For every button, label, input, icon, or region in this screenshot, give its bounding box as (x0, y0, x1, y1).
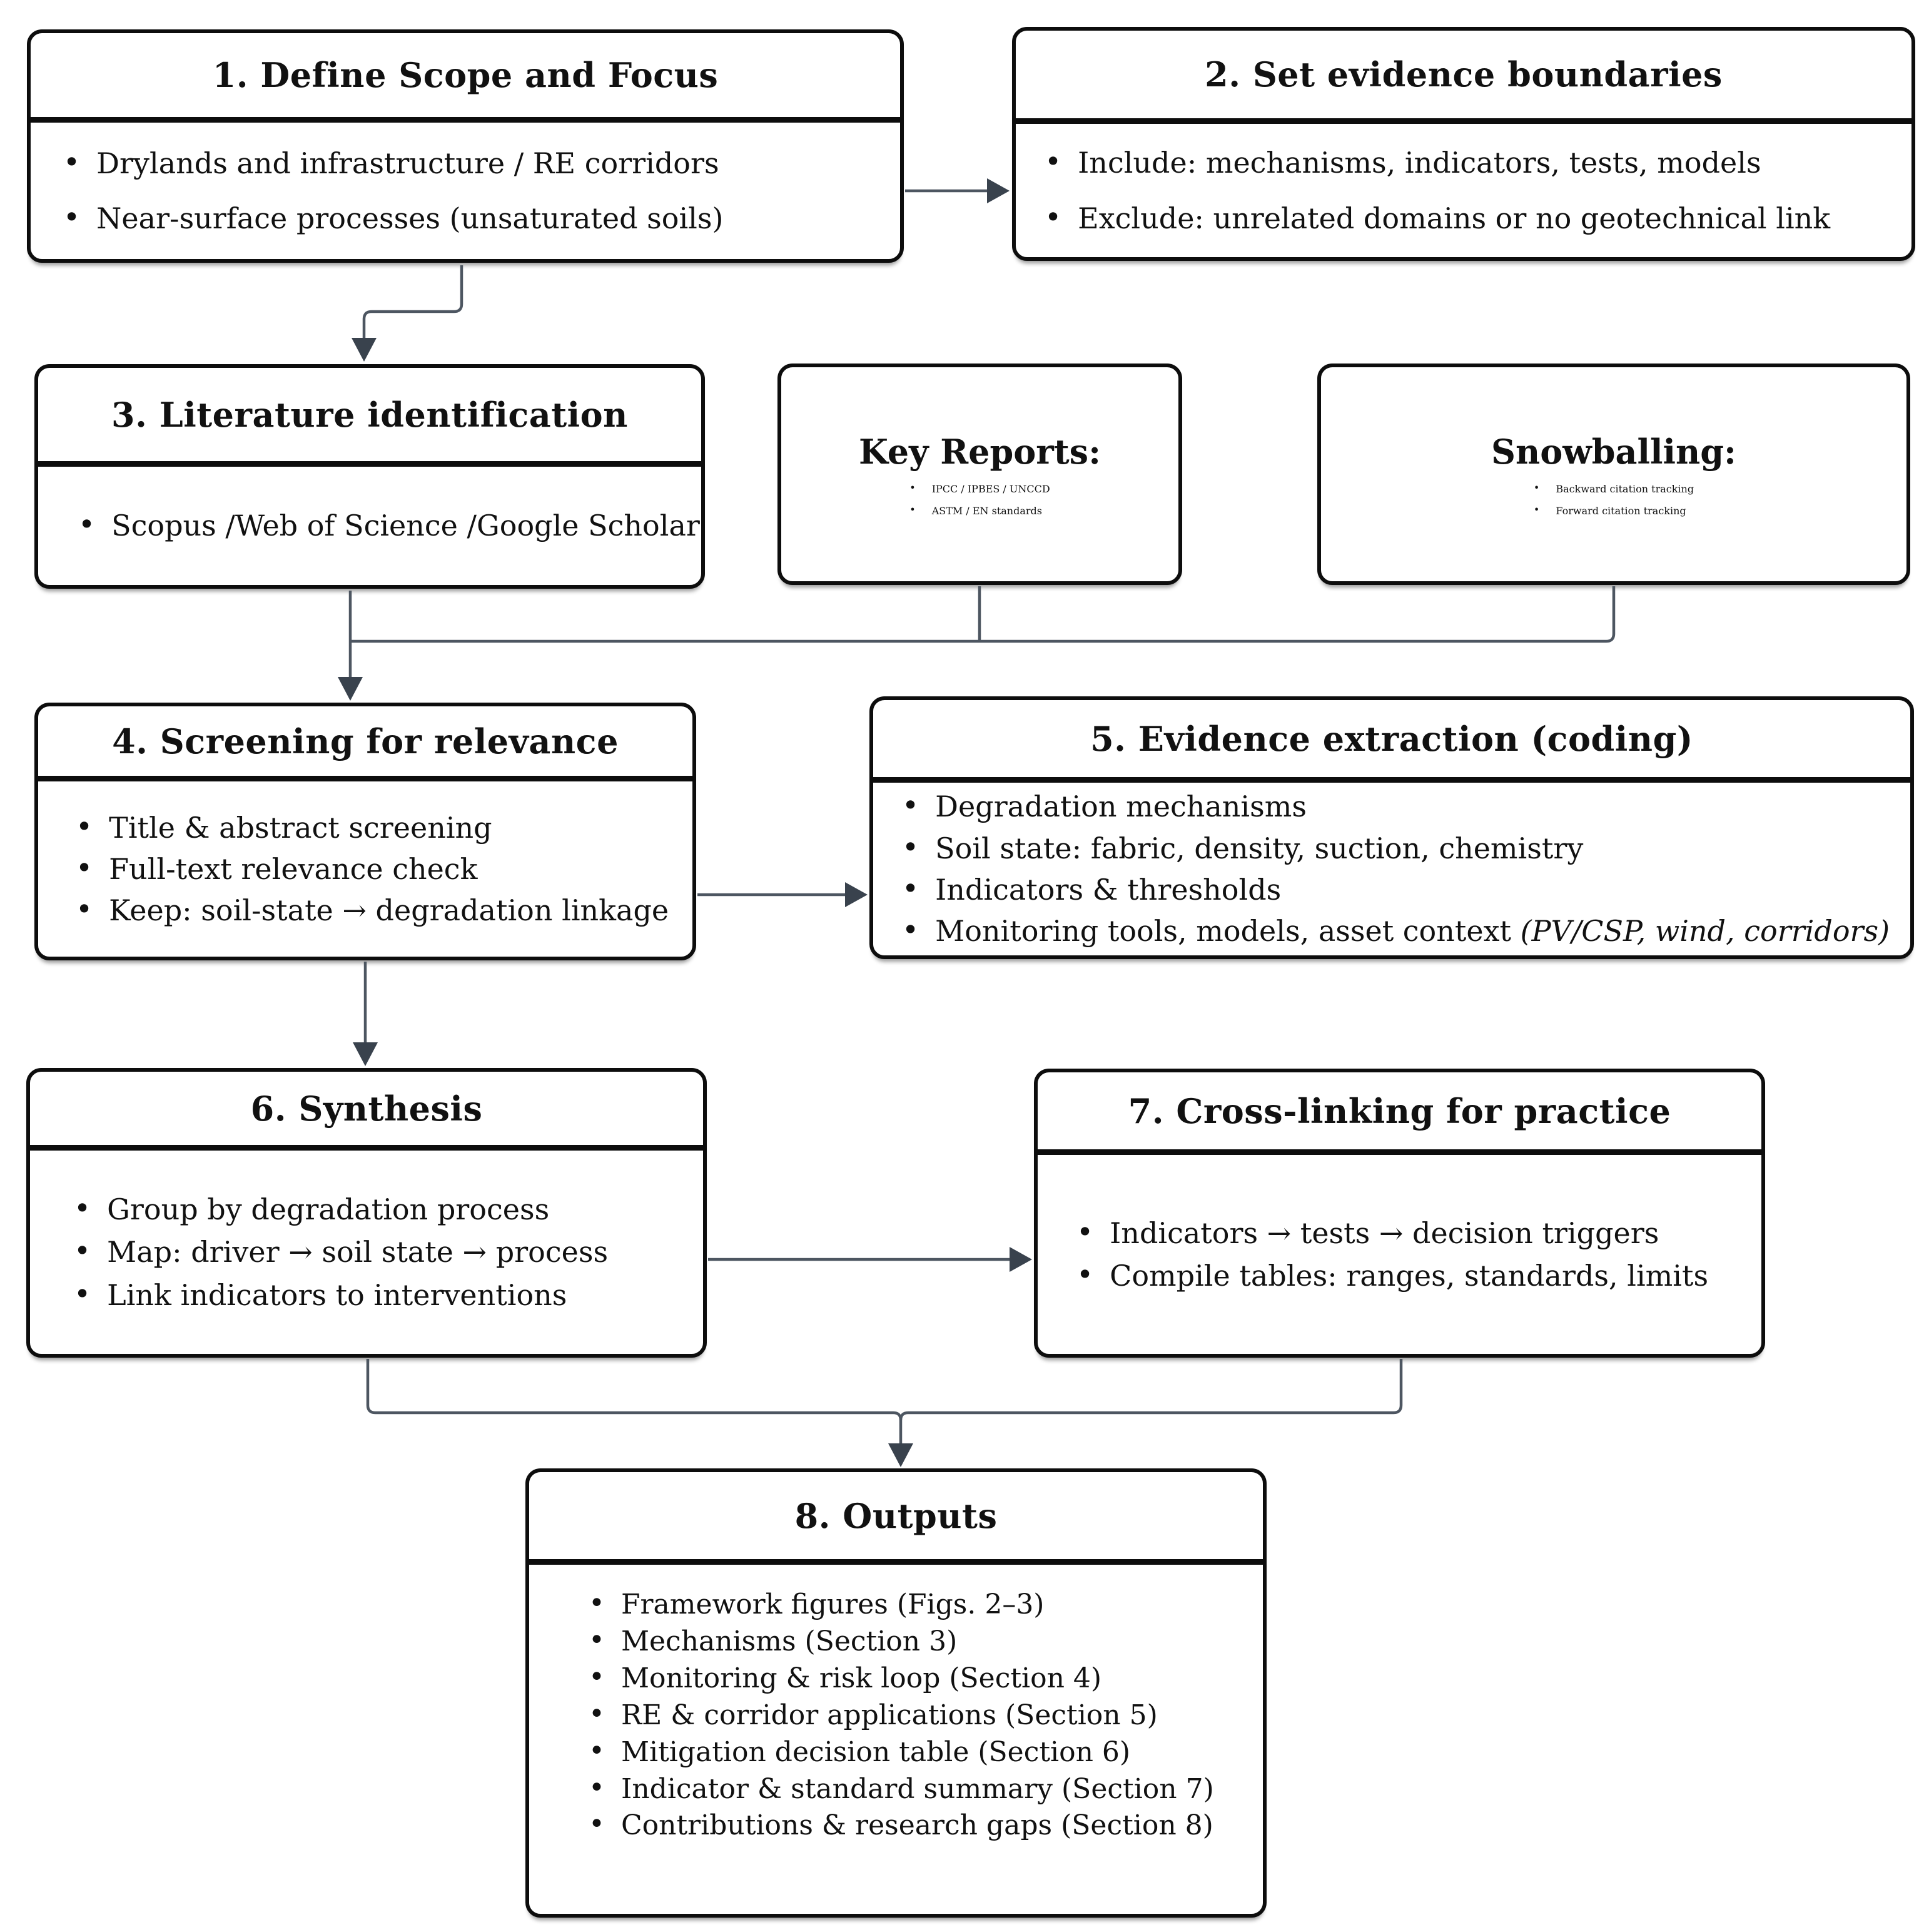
bullet-text: Exclude: unrelated domains or no geotech… (1078, 201, 1831, 235)
bullet-text: Indicators & thresholds (935, 873, 1282, 907)
list-item: Forward citation tracking (1534, 505, 1694, 517)
connector-snowballing-bus (350, 586, 1616, 643)
box-title: 5. Evidence extraction (coding) (873, 700, 1910, 783)
bullet-text: Degradation mechanisms (935, 790, 1307, 824)
bullet-text: Monitoring tools, models, asset context … (935, 914, 1890, 948)
box-title: 7. Cross-linking for practice (1038, 1072, 1761, 1155)
bullet-text: Contributions & research gaps (Section 8… (620, 1809, 1213, 1842)
box-step6-synthesis: 6. Synthesis Group by degradation proces… (26, 1068, 707, 1358)
box-body: Drylands and infrastructure / RE corrido… (31, 123, 900, 259)
box-title: 3. Literature identification (38, 368, 701, 467)
box-step2-evidence-boundaries: 2. Set evidence boundaries Include: mech… (1012, 27, 1915, 261)
box-step3-literature-identification: 3. Literature identification Scopus /Web… (34, 364, 705, 589)
list-item: RE & corridor applications (Section 5) (589, 1699, 1263, 1732)
list-item: Indicators → tests → decision triggers (1076, 1216, 1761, 1250)
list-item: Indicators & thresholds (902, 873, 1910, 907)
box-step5-evidence-extraction: 5. Evidence extraction (coding) Degradat… (869, 696, 1914, 959)
list-item: Indicator & standard summary (Section 7) (589, 1773, 1263, 1806)
list-item: Keep: soil-state → degradation linkage (76, 893, 692, 927)
box-title: Key Reports: (858, 432, 1101, 472)
list-item: Framework figures (Figs. 2–3) (589, 1589, 1263, 1621)
arrowhead-into-step4 (338, 677, 363, 701)
box-title: 4. Screening for relevance (38, 706, 692, 781)
list-item: Group by degradation process (74, 1192, 703, 1226)
bullet-text: Mitigation decision table (Section 6) (620, 1736, 1131, 1768)
box-step8-outputs: 8. Outputs Framework figures (Figs. 2–3)… (525, 1468, 1267, 1918)
list-item: Monitoring & risk loop (Section 4) (589, 1662, 1263, 1695)
bullet-text: Framework figures (Figs. 2–3) (620, 1589, 1045, 1620)
list-item: Mitigation decision table (Section 6) (589, 1736, 1263, 1769)
list-item: Monitoring tools, models, asset context … (902, 914, 1910, 948)
arrowhead-into-step5 (845, 882, 868, 907)
list-item: Compile tables: ranges, standards, limit… (1076, 1259, 1761, 1293)
box-body: Framework figures (Figs. 2–3) Mechanisms… (529, 1565, 1263, 1914)
list-item: Drylands and infrastructure / RE corrido… (63, 146, 900, 180)
bullet-text: IPCC / IPBES / UNCCD (931, 483, 1050, 495)
list-item: Scopus /Web of Science /Google Scholar (78, 509, 701, 542)
box-title: 8. Outputs (529, 1472, 1263, 1565)
connector-step7-step8 (899, 1359, 1403, 1421)
box-key-reports: Key Reports: IPCC / IPBES / UNCCD ASTM /… (777, 364, 1182, 585)
bullet-text: RE & corridor applications (Section 5) (620, 1699, 1158, 1731)
box-snowballing: Snowballing: Backward citation tracking … (1317, 364, 1910, 585)
bullet-text: Forward citation tracking (1556, 505, 1686, 517)
arrowhead-into-step7 (1010, 1247, 1032, 1272)
bullet-text: Monitoring & risk loop (Section 4) (620, 1662, 1102, 1694)
list-item: Title & abstract screening (76, 811, 692, 845)
box-title: 6. Synthesis (30, 1072, 703, 1151)
bullet-text: Drylands and infrastructure / RE corrido… (96, 146, 719, 180)
bullet-text: Group by degradation process (107, 1192, 550, 1227)
arrowhead-into-step6 (353, 1042, 378, 1066)
bullet-text: Mechanisms (Section 3) (620, 1625, 958, 1657)
box-step4-screening: 4. Screening for relevance Title & abstr… (34, 703, 696, 960)
box-title: 1. Define Scope and Focus (31, 33, 900, 123)
bullet-text: Indicator & standard summary (Section 7) (620, 1772, 1214, 1805)
box-step7-cross-linking: 7. Cross-linking for practice Indicators… (1034, 1069, 1765, 1358)
bullet-text: Map: driver → soil state → process (107, 1235, 609, 1269)
box-body: IPCC / IPBES / UNCCD ASTM / EN standards (909, 483, 1050, 517)
box-body: Indicators → tests → decision triggers C… (1038, 1155, 1761, 1354)
bullet-text: Near-surface processes (unsaturated soil… (96, 201, 724, 235)
box-title: 2. Set evidence boundaries (1016, 31, 1911, 124)
box-body: Scopus /Web of Science /Google Scholar (38, 467, 701, 585)
bullet-text: Scopus /Web of Science /Google Scholar (111, 509, 700, 543)
bullet-text: Full-text relevance check (109, 852, 478, 886)
arrowhead-into-step2 (987, 178, 1010, 203)
box-body: Group by degradation process Map: driver… (30, 1151, 703, 1354)
box-step1-define-scope: 1. Define Scope and Focus Drylands and i… (27, 29, 904, 263)
bullet-text: Indicators → tests → decision triggers (1110, 1216, 1659, 1250)
list-item: Contributions & research gaps (Section 8… (589, 1809, 1263, 1842)
box-body: Degradation mechanisms Soil state: fabri… (873, 783, 1910, 955)
list-item: Map: driver → soil state → process (74, 1235, 703, 1269)
list-item: IPCC / IPBES / UNCCD (909, 483, 1050, 495)
box-body: Include: mechanisms, indicators, tests, … (1016, 124, 1911, 257)
bullet-text-main: Monitoring tools, models, asset context (935, 914, 1521, 948)
bullet-text: ASTM / EN standards (931, 505, 1042, 517)
list-item: ASTM / EN standards (909, 505, 1050, 517)
list-item: Mechanisms (Section 3) (589, 1625, 1263, 1658)
bullet-text: Soil state: fabric, density, suction, ch… (935, 831, 1584, 865)
bullet-text: Keep: soil-state → degradation linkage (109, 893, 669, 928)
box-body: Title & abstract screening Full-text rel… (38, 781, 692, 957)
arrowhead-into-step3 (352, 338, 377, 362)
list-item: Include: mechanisms, indicators, tests, … (1045, 146, 1911, 180)
connector-step6-step8 (366, 1359, 903, 1444)
list-item: Soil state: fabric, density, suction, ch… (902, 831, 1910, 865)
bullet-text-italic: (PV/CSP, wind, corridors) (1520, 914, 1890, 948)
list-item: Full-text relevance check (76, 852, 692, 886)
list-item: Exclude: unrelated domains or no geotech… (1045, 201, 1911, 235)
bullet-text: Link indicators to interventions (107, 1278, 567, 1312)
bullet-text: Compile tables: ranges, standards, limit… (1110, 1259, 1709, 1293)
list-item: Near-surface processes (unsaturated soil… (63, 201, 900, 235)
connector-step1-step3 (362, 265, 463, 338)
list-item: Link indicators to interventions (74, 1278, 703, 1312)
box-title: Snowballing: (1491, 432, 1736, 472)
arrowhead-into-step8 (888, 1443, 913, 1467)
bullet-text: Title & abstract screening (109, 810, 492, 845)
box-body: Backward citation tracking Forward citat… (1534, 483, 1694, 517)
list-item: Backward citation tracking (1534, 483, 1694, 495)
list-item: Degradation mechanisms (902, 790, 1910, 823)
bullet-text: Include: mechanisms, indicators, tests, … (1078, 146, 1761, 180)
bullet-text: Backward citation tracking (1556, 483, 1694, 495)
